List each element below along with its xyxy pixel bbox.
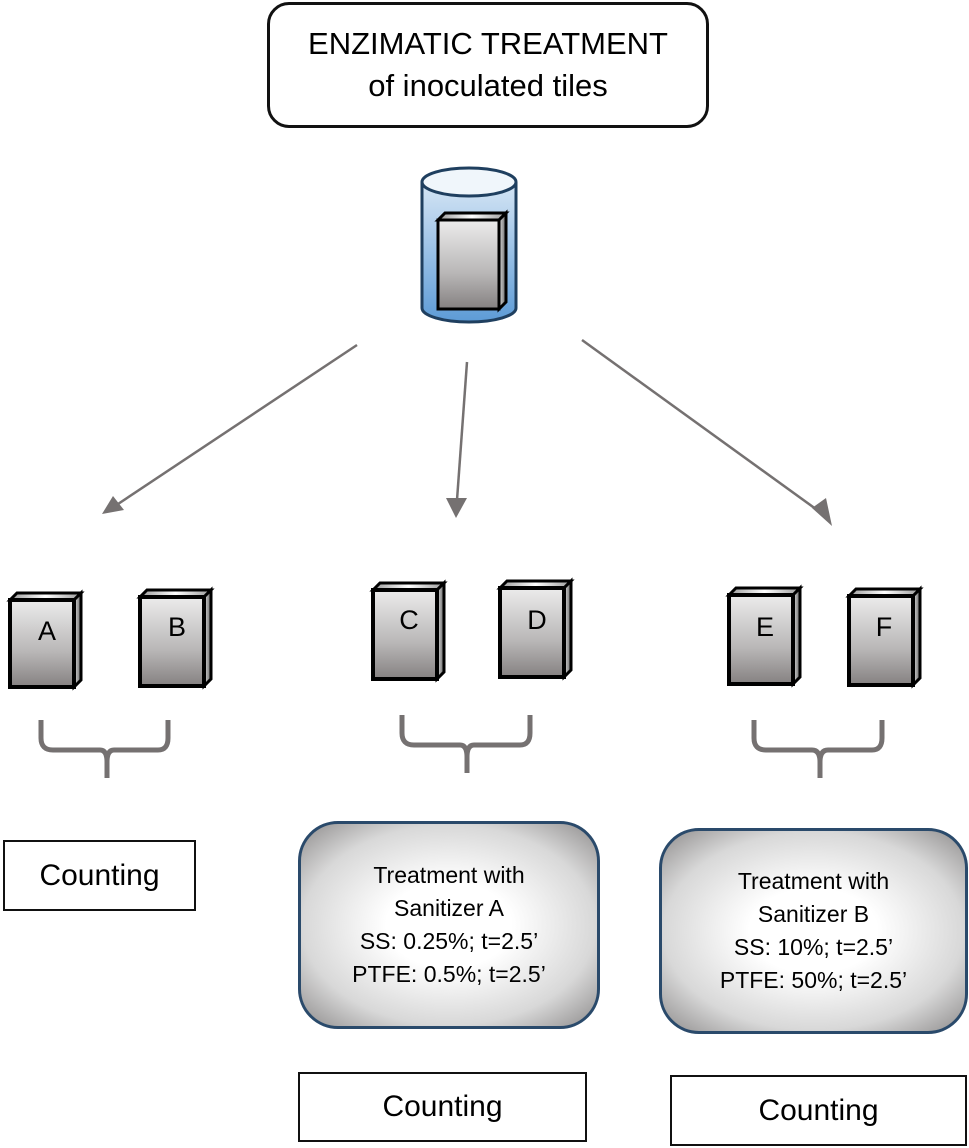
counting-box-sanitizer-a: Counting	[298, 1072, 587, 1142]
tile-icon-c	[369, 579, 448, 683]
treatment-b-line-4: PTFE: 50%; t=2.5’	[719, 967, 908, 993]
arrowhead-middle	[446, 498, 467, 518]
counting-label: Counting	[758, 1093, 879, 1127]
curly-brace-icon	[399, 715, 533, 773]
tile-icon	[434, 209, 510, 313]
arrow-down-icon	[111, 343, 358, 510]
tile-label-a: A	[37, 616, 56, 646]
treatment-a-line-1: Treatment with	[373, 862, 525, 888]
treatment-b-line-1: Treatment with	[737, 868, 890, 894]
title-box: ENZIMATIC TREATMENT of inoculated tiles	[267, 2, 709, 128]
arrowhead-right	[812, 498, 832, 526]
arrowhead-left	[102, 496, 124, 514]
curly-brace-icon	[38, 720, 171, 778]
treatment-a-line-3: SS: 0.25%; t=2.5’	[359, 928, 539, 954]
treatment-a-line-4: PTFE: 0.5%; t=2.5’	[352, 961, 546, 987]
arrow-down-icon	[455, 361, 469, 501]
tile-label-c: C	[399, 605, 419, 635]
treatment-b-line-3: SS: 10%; t=2.5’	[733, 934, 894, 960]
arrow-down-icon	[581, 338, 821, 514]
tile-label-b: B	[167, 612, 186, 642]
tile-icon-d	[496, 577, 575, 681]
tile-icon-e	[725, 584, 804, 688]
counting-box-sanitizer-b: Counting	[670, 1075, 967, 1146]
title-line-2: of inoculated tiles	[368, 68, 608, 103]
counting-box-control: Counting	[3, 840, 196, 911]
treatment-b-line-2: Sanitizer B	[757, 901, 870, 927]
treatment-box-sanitizer-b: Treatment with Sanitizer B SS: 10%; t=2.…	[659, 828, 968, 1034]
tile-label-d: D	[527, 605, 547, 635]
tile-label-f: F	[875, 612, 893, 642]
tile-label-e: E	[755, 612, 774, 642]
tile-icon-b	[136, 586, 215, 690]
curly-brace-icon	[751, 720, 885, 778]
beaker-with-tile-icon	[420, 166, 518, 324]
counting-label: Counting	[39, 858, 160, 892]
treatment-a-line-2: Sanitizer A	[394, 895, 504, 921]
tile-icon-f	[845, 585, 924, 689]
title-line-1: ENZIMATIC TREATMENT	[308, 26, 668, 61]
tile-icon-a	[6, 589, 85, 691]
treatment-box-sanitizer-a: Treatment with Sanitizer A SS: 0.25%; t=…	[298, 821, 600, 1029]
counting-label: Counting	[382, 1090, 503, 1123]
